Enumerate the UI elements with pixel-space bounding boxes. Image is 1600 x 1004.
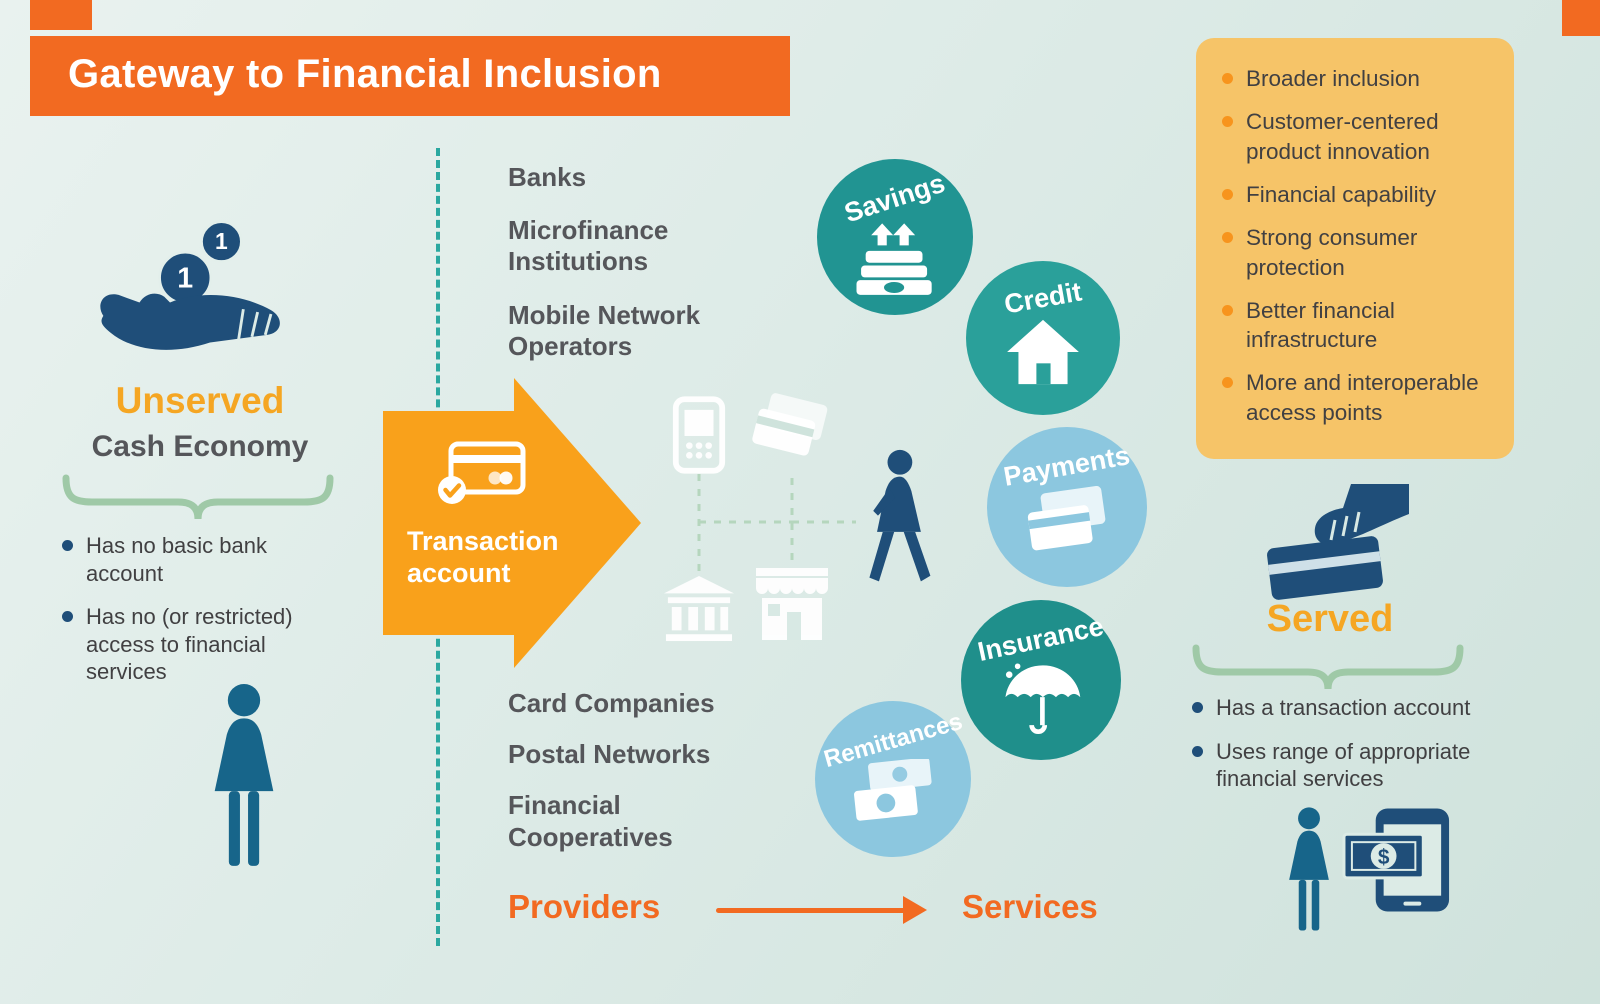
- payment-cards-icon: [1027, 486, 1106, 551]
- title-banner: Gateway to Financial Inclusion: [30, 36, 790, 116]
- served-bullet-text: Uses range of appropriate financial serv…: [1216, 738, 1471, 792]
- provider-label: Banks: [508, 162, 587, 192]
- banknotes-icon: [854, 759, 932, 821]
- bullet-dot: [1192, 702, 1203, 713]
- list-item: Broader inclusion: [1222, 64, 1486, 94]
- woman-figure-icon: [214, 684, 274, 866]
- unserved-bullet-list: Has no basic bank account Has no (or res…: [62, 532, 317, 702]
- mobile-money-icon: $: [1342, 808, 1450, 912]
- brace-left: [62, 474, 334, 520]
- bullet-dot: [1222, 231, 1233, 243]
- served-heading: Served: [1266, 598, 1394, 640]
- cash-growth-icon: [856, 223, 932, 295]
- bank-building-icon: [664, 575, 734, 642]
- umbrella-icon: [1005, 663, 1081, 735]
- list-item: Has no basic bank account: [62, 532, 317, 587]
- bullet-dot: [1222, 304, 1233, 316]
- unserved-heading: Unserved: [115, 380, 285, 421]
- shop-icon: [756, 568, 828, 640]
- list-item: Customer-centered product innovation: [1222, 107, 1486, 167]
- bullet-dot: [62, 540, 73, 551]
- flow-services-label: Services: [962, 888, 1098, 925]
- bullet-dot: [1222, 188, 1233, 200]
- list-item: Better financial infrastructure: [1222, 296, 1486, 356]
- mobile-phone-icon: [672, 396, 726, 474]
- page-title: Gateway to Financial Inclusion: [68, 52, 662, 96]
- corner-accent-top-left: [30, 0, 92, 30]
- brace-right: [1192, 644, 1464, 690]
- served-bullet-text: Has a transaction account: [1216, 695, 1471, 720]
- benefits-panel: Broader inclusion Customer-centered prod…: [1196, 38, 1514, 460]
- hand-with-card-icon: [1267, 484, 1409, 600]
- service-label: Credit: [1001, 276, 1084, 320]
- walking-woman-icon: [869, 449, 931, 582]
- list-item: Has a transaction account: [1192, 694, 1502, 722]
- corner-accent-top-right: [1562, 0, 1600, 36]
- card-check-icon: [438, 441, 526, 504]
- benefit-text: Customer-centered product innovation: [1246, 108, 1439, 164]
- list-item: Strong consumer protection: [1222, 223, 1486, 283]
- service-circle-credit: Credit: [966, 261, 1120, 415]
- service-circle-remittances: Remittances: [815, 701, 971, 857]
- benefit-text: Better financial infrastructure: [1246, 297, 1395, 353]
- provider-label: Card Companies: [508, 688, 715, 718]
- served-bullet-list: Has a transaction account Uses range of …: [1192, 694, 1502, 809]
- providers-bottom-list: Card Companies Postal Networks Financial…: [508, 688, 758, 873]
- network-connector-lines: [697, 474, 856, 572]
- service-label: Payments: [1001, 440, 1133, 492]
- bullet-dot: [1192, 745, 1203, 757]
- service-circle-insurance: Insurance: [961, 600, 1121, 760]
- woman-figure-icon: [1289, 807, 1329, 931]
- bullet-dot: [1222, 73, 1233, 84]
- unserved-subheading: Cash Economy: [91, 430, 309, 463]
- bank-cards-icon: [752, 393, 828, 456]
- list-item: Has no (or restricted) access to financi…: [62, 603, 317, 686]
- provider-label: Postal Networks: [508, 739, 711, 770]
- bullet-dot: [1222, 115, 1233, 127]
- flow-arrow-line: [716, 908, 906, 913]
- provider-label: Microfinance Institutions: [508, 215, 669, 277]
- benefit-text: Financial capability: [1246, 181, 1437, 207]
- flow-arrow-head: [903, 896, 927, 924]
- unserved-bullet-text: Has no basic bank account: [86, 533, 267, 586]
- unserved-bullet-text: Has no (or restricted) access to financi…: [86, 604, 293, 684]
- list-item: Financial capability: [1222, 180, 1486, 210]
- benefit-text: Broader inclusion: [1246, 66, 1420, 91]
- service-circle-savings: Savings: [817, 159, 973, 315]
- benefit-text: More and interoperable access points: [1246, 370, 1479, 426]
- hand-receiving-coins-icon: 1 1: [100, 220, 280, 350]
- flow-providers-label: Providers: [508, 888, 661, 925]
- benefit-text: Strong consumer protection: [1246, 224, 1418, 280]
- transaction-account-label: Transaction account: [407, 526, 559, 588]
- svg-text:1: 1: [215, 228, 228, 254]
- bullet-dot: [62, 611, 73, 622]
- svg-text:$: $: [1378, 846, 1390, 869]
- service-circle-payments: Payments: [987, 427, 1147, 587]
- transaction-account-arrow: Transaction account: [383, 378, 643, 668]
- svg-text:1: 1: [177, 262, 193, 294]
- providers-top-list: Banks Microfinance Institutions Mobile N…: [508, 162, 758, 384]
- list-item: More and interoperable access points: [1222, 368, 1486, 428]
- house-icon: [1007, 319, 1079, 385]
- provider-label: Mobile Network Operators: [508, 299, 701, 361]
- provider-label: Financial Cooperatives: [508, 790, 673, 852]
- list-item: Uses range of appropriate financial serv…: [1192, 738, 1502, 793]
- arrow-head: [514, 378, 641, 668]
- bullet-dot: [1222, 377, 1233, 389]
